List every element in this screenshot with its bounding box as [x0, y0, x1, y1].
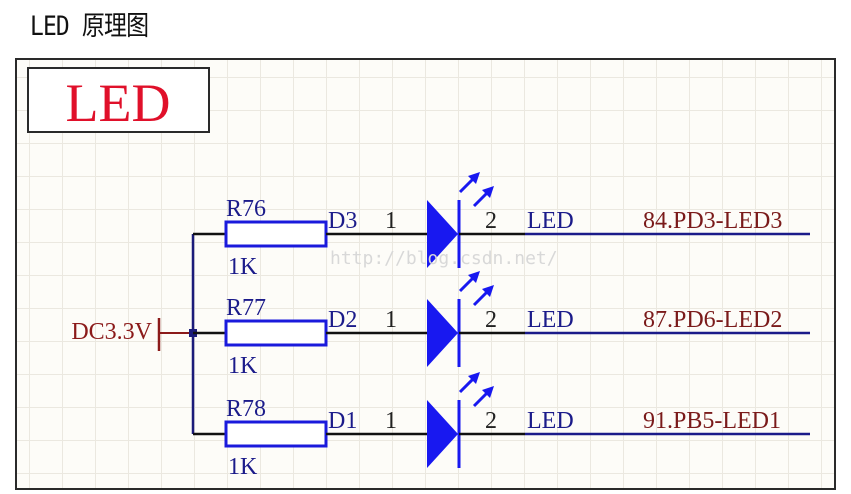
resistor-designator: R76 [226, 196, 266, 222]
arrow-head-icon [468, 271, 480, 283]
watermark: http://blog.csdn.net/ [330, 248, 558, 269]
diode-designator: D1 [328, 408, 357, 434]
net-label: LED [527, 408, 574, 434]
net-label: LED [527, 208, 574, 234]
title-block: LED [27, 67, 210, 133]
resistor-designator: R78 [226, 396, 266, 422]
arrow-head-icon [468, 372, 480, 384]
diode-pin1: 1 [385, 408, 397, 434]
title-block-frame [27, 67, 210, 133]
power-net-label: DC3.3V [71, 319, 152, 345]
resistor-body [224, 220, 328, 248]
diode-pin2: 2 [485, 208, 497, 234]
title-block-text: LED [66, 73, 171, 133]
resistor-designator: R77 [226, 295, 266, 321]
resistor-value: 1K [228, 454, 258, 480]
port-label: 91.PB5-LED1 [643, 408, 781, 434]
arrow-head-icon [468, 172, 480, 184]
diode-pin1: 1 [385, 208, 397, 234]
diode-designator: D2 [328, 307, 357, 333]
diode-pin2: 2 [485, 408, 497, 434]
page-title: LED 原理图 [30, 11, 149, 42]
port-label: 87.PD6-LED2 [643, 307, 782, 333]
power-port: DC3.3V [71, 318, 193, 351]
diode-anode-triangle [427, 200, 458, 268]
port-label: 84.PD3-LED3 [643, 208, 782, 234]
diode-anode-triangle [427, 299, 458, 367]
resistor-body [224, 319, 328, 347]
diode-designator: D3 [328, 208, 357, 234]
arrow-head-icon [482, 386, 494, 398]
arrow-head-icon [482, 186, 494, 198]
diode-pin2: 2 [485, 307, 497, 333]
resistor-body [224, 420, 328, 448]
led-channel: R76 1K D3 1 2 LED 84.PD3-LED3 [193, 172, 810, 280]
net-label: LED [527, 307, 574, 333]
resistor-value: 1K [228, 254, 258, 280]
led-channel: R78 1K D1 1 2 LED 91.PB5-LED1 [193, 372, 810, 480]
diode-anode-triangle [427, 400, 458, 468]
led-channel: R77 1K D2 1 2 LED 87.PD6-LED2 [193, 271, 810, 379]
resistor-value: 1K [228, 353, 258, 379]
diode-pin1: 1 [385, 307, 397, 333]
arrow-head-icon [482, 285, 494, 297]
